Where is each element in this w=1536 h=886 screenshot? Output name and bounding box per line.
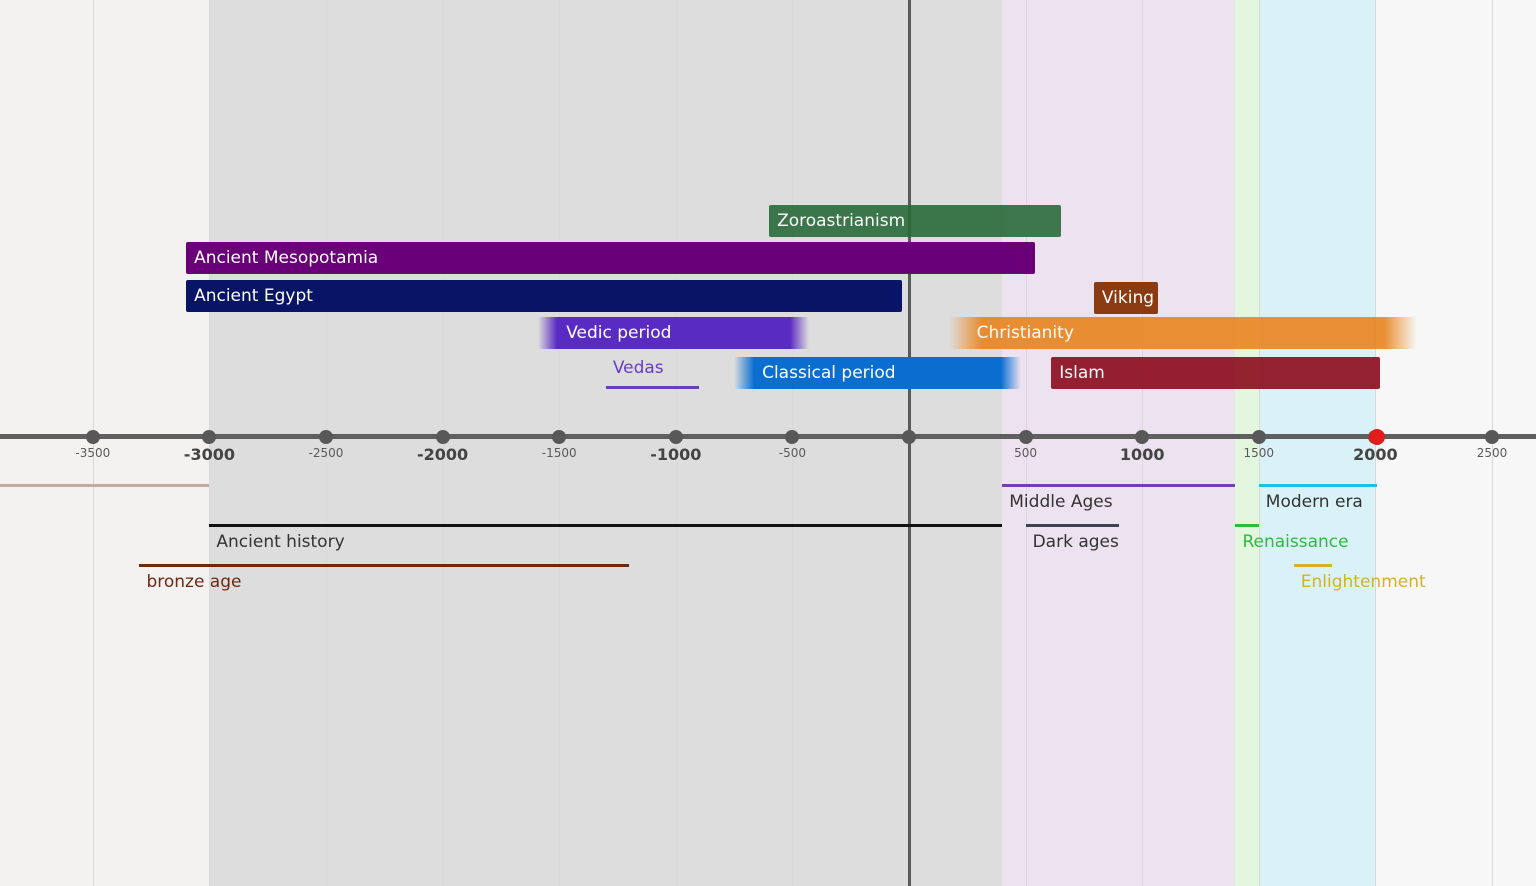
period-line-enlightenment[interactable] (1293, 564, 1333, 567)
tick-dot (1251, 430, 1266, 444)
event-bar-label: Vedic period (566, 323, 672, 343)
period-line-renaissance[interactable] (1235, 524, 1259, 527)
period-label-vedas: Vedas (612, 358, 664, 378)
event-bar-label: Ancient Egypt (194, 286, 313, 306)
tick-label: 2500 (1476, 446, 1508, 460)
tick-dot (1485, 430, 1499, 444)
period-label-renaissance: Renaissance (1242, 532, 1349, 552)
event-bar-ancient-mesopotamia[interactable]: Ancient Mesopotamia (186, 242, 1035, 274)
tick-dot (1018, 430, 1033, 444)
tick-label: 500 (1014, 446, 1038, 460)
event-bar-label: Christianity (976, 323, 1074, 343)
current-year-marker (1368, 429, 1385, 445)
tick-label: -500 (778, 446, 807, 460)
tick-label: -1500 (541, 446, 577, 460)
tick-dot (202, 430, 217, 444)
period-line-middle-ages[interactable] (1002, 484, 1236, 487)
tick-dot (552, 430, 567, 444)
period-line-ancient-history[interactable] (209, 524, 1003, 527)
period-label-ancient-history: Ancient history (216, 532, 345, 552)
event-bar-islam[interactable]: Islam (1051, 357, 1381, 389)
tick-dot (902, 430, 916, 444)
period-label-bronze-age: bronze age (146, 572, 242, 592)
event-bar-zoroastrianism[interactable]: Zoroastrianism (769, 205, 1061, 237)
event-bar-viking[interactable]: Viking (1093, 282, 1158, 314)
tick-label: -3500 (75, 446, 111, 460)
era-background-renaissance (1235, 0, 1259, 886)
tick-dot (435, 430, 450, 444)
tick-label: 2000 (1353, 445, 1398, 464)
event-bar-label: Zoroastrianism (777, 211, 906, 231)
period-line-vedas[interactable] (605, 386, 700, 389)
event-bar-classical-period[interactable]: Classical period (734, 357, 1021, 389)
event-bar-christianity[interactable]: Christianity (948, 317, 1418, 349)
period-label-dark-ages: Dark ages (1032, 532, 1119, 552)
tick-label: -2500 (308, 446, 344, 460)
era-background-prehistory (0, 0, 210, 886)
event-bar-label: Islam (1059, 363, 1105, 383)
period-line-modern-era[interactable] (1258, 484, 1377, 487)
event-bar-label: Viking (1101, 288, 1155, 308)
event-bar-label: Ancient Mesopotamia (194, 248, 379, 268)
era-background-future (1375, 0, 1536, 886)
tick-label: -1000 (650, 445, 702, 464)
period-line-bronze-age[interactable] (139, 564, 630, 567)
era-background-ancient (209, 0, 1003, 886)
period-line-dark-ages[interactable] (1025, 524, 1119, 527)
event-bar-ancient-egypt[interactable]: Ancient Egypt (186, 280, 902, 312)
tick-dot (785, 430, 800, 444)
time-axis (0, 434, 1536, 439)
tick-dot (319, 430, 333, 444)
event-bar-label: Classical period (762, 363, 896, 383)
tick-label: -3000 (183, 445, 235, 464)
tick-label: -2000 (417, 445, 469, 464)
tick-dot (85, 430, 100, 444)
period-label-middle-ages: Middle Ages (1009, 492, 1113, 512)
period-label-enlightenment: Enlightenment (1300, 572, 1426, 592)
era-background-modern (1258, 0, 1376, 886)
tick-dot (1135, 430, 1150, 444)
period-line-prehistory[interactable] (0, 484, 210, 487)
tick-dot (668, 430, 683, 444)
tick-label: 1000 (1119, 445, 1165, 464)
tick-label: 1500 (1243, 446, 1275, 460)
period-label-modern-era: Modern era (1265, 492, 1363, 512)
era-background-middle (1002, 0, 1236, 886)
event-bar-vedic-period[interactable]: Vedic period (538, 317, 809, 349)
